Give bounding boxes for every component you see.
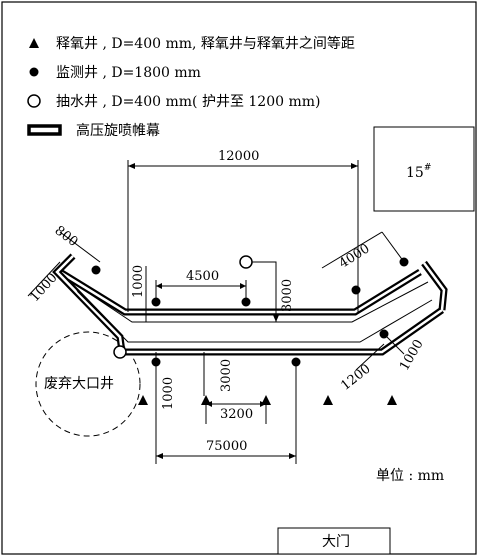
oxygen-well [323, 395, 333, 405]
pump-well [239, 255, 253, 269]
dim-monitor-spacing: 4500 [186, 269, 219, 284]
monitor-well [241, 297, 251, 307]
gate-label: 大门 [322, 534, 350, 550]
dim-line-left-upper [59, 231, 101, 263]
dim-lower-mid-v: 3000 [219, 359, 234, 392]
monitor-well [379, 329, 389, 339]
pump-well [113, 345, 127, 359]
dim-line-left-outer [27, 261, 61, 297]
legend-pump-well-text: 抽水井 , D=400 mm( 护井至 1200 mm) [56, 94, 320, 110]
legend-monitor-well-text: 监测井 , D=1800 mm [56, 65, 201, 81]
curtain-left-wall [52, 253, 126, 353]
arrow-bottom-left [156, 453, 163, 459]
oxygen-well-legend-icon [29, 38, 39, 48]
abandoned-well-label: 废弃大口井 [44, 376, 114, 392]
dim-right-lower-b: 1000 [397, 337, 427, 373]
oxygen-well [201, 395, 211, 405]
curtain-legend-icon [27, 124, 62, 136]
dim-line-right-lower-b [383, 333, 405, 355]
oxygen-well [138, 395, 148, 405]
monitor-well [351, 285, 361, 295]
dim-line-right-lower-a [355, 343, 385, 371]
dim-left-upper: 800 [52, 223, 81, 250]
dim-ext-right-upper [381, 231, 405, 263]
dim-right-lower-a: 1200 [338, 362, 373, 394]
curtain-upper-wall [58, 269, 422, 316]
arrow-monitor-left [156, 283, 162, 289]
building-label: 15# [406, 163, 431, 181]
oxygen-well [261, 395, 271, 405]
monitor-well-legend-icon [29, 67, 39, 77]
arrow-pump-depth [273, 315, 279, 322]
legend-oxygen-well-text: 释氧井 , D=400 mm, 释氧井与释氧井之间等距 [56, 35, 355, 52]
dim-pump-depth: 3000 [280, 279, 295, 312]
curtain-right-wall [421, 260, 448, 311]
dim-bottom-width: 75000 [206, 439, 247, 454]
monitor-well [151, 357, 161, 367]
oxygen-well [387, 395, 397, 405]
dim-line-right-upper [321, 231, 383, 269]
inner-zone-outline-top [71, 281, 429, 323]
arrow-top-right [351, 163, 358, 169]
arrow-bottom-right [289, 453, 296, 459]
dim-right-upper: 4000 [337, 241, 373, 271]
gate-box [277, 527, 391, 555]
dim-left-outer: 1000 [27, 270, 60, 305]
abandoned-well-circle [35, 331, 141, 437]
monitor-well [291, 357, 301, 367]
inner-zone-outline-bottom [71, 281, 433, 343]
curtain-lower-wall [122, 307, 445, 356]
monitor-well [151, 297, 161, 307]
building-15 [373, 126, 475, 212]
arrow-monitor-right [240, 283, 246, 289]
dim-line-pump-depth [252, 261, 277, 322]
pump-well-legend-icon [27, 94, 41, 108]
dim-top-width: 12000 [218, 149, 259, 164]
dim-oxygen-spacing: 3200 [220, 407, 253, 422]
dim-lower-left-v: 1000 [161, 377, 176, 410]
legend-curtain-text: 高压旋喷帷幕 [76, 122, 160, 139]
monitor-well [399, 257, 409, 267]
monitor-well [91, 265, 101, 275]
dim-left-inner-v: 1000 [131, 265, 146, 298]
unit-label: 单位 : mm [376, 468, 444, 484]
arrow-top-left [128, 163, 135, 169]
